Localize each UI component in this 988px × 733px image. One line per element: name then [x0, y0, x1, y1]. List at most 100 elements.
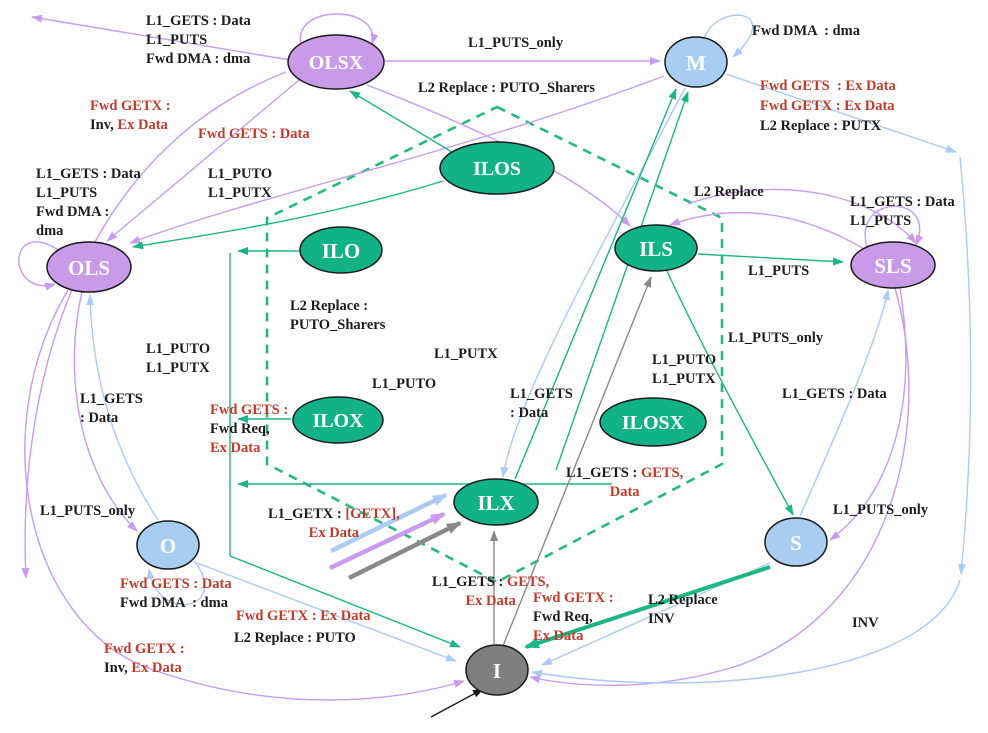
label-segment: L1_GETS [80, 391, 143, 407]
transition-edge-e23 [799, 289, 890, 517]
edge-label-l19: L1_GETS: Data [510, 385, 573, 423]
edge-label-l30: Fwd GETX :Fwd Req,Ex Data [533, 589, 614, 646]
label-segment: L1_GETS : [566, 465, 641, 481]
label-segment: L1_PUTS_only [728, 330, 824, 346]
state-ellipse-ilos[interactable] [439, 141, 555, 195]
state-ilox[interactable]: ILOX [292, 396, 384, 444]
state-ols[interactable]: OLS [46, 241, 132, 293]
transition-edge-e42 [348, 520, 462, 581]
label-segment: L2 Replace [648, 592, 718, 608]
transition-edge-e08 [106, 79, 300, 242]
edge-label-l06: Fwd GETX : Ex Data [760, 97, 895, 116]
transition-edge-e10 [31, 14, 291, 61]
state-ils[interactable]: ILS [614, 224, 698, 272]
label-segment: L2 Replace : PUTO [234, 630, 356, 646]
edge-label-l34: L2 Replace : PUTO [234, 629, 356, 648]
state-ilosx[interactable]: ILOSX [599, 397, 707, 447]
state-s[interactable]: S [764, 517, 828, 567]
transition-edge-e43 [430, 688, 484, 718]
state-i[interactable]: I [465, 644, 529, 696]
label-segment: Fwd DMA : [36, 204, 110, 220]
label-segment: Fwd GETS : Data [120, 576, 232, 592]
transition-edge-e18 [725, 73, 957, 153]
state-sls[interactable]: SLS [850, 241, 936, 289]
label-segment: Fwd DMA : dma [752, 23, 860, 39]
state-ellipse-i[interactable] [465, 644, 529, 696]
label-segment: L1_GETS : Data [146, 13, 251, 29]
transition-edge-e13 [529, 287, 910, 686]
label-segment: L1_PUTS_only [468, 35, 564, 51]
state-ellipse-ilx[interactable] [453, 478, 539, 526]
state-ilos[interactable]: ILOS [439, 141, 555, 195]
transition-edge-e26 [196, 562, 457, 662]
transition-edge-e31 [132, 180, 444, 250]
transition-edge-e01 [299, 13, 379, 45]
edge-label-l07: L2 Replace : PUTX [760, 117, 881, 136]
transition-edge-e40 [502, 276, 652, 647]
label-segment: Fwd GETX : [533, 590, 614, 606]
state-ellipse-ilox[interactable] [292, 396, 384, 444]
transition-edge-e15 [73, 291, 138, 532]
transition-edge-e25 [146, 560, 206, 606]
label-segment: Inv, [104, 660, 132, 676]
edge-label-l33: Fwd GETX : Ex Data [236, 607, 371, 626]
edge-label-l09: Fwd GETS : Data [198, 125, 310, 144]
label-segment: L1_PUTX [434, 346, 498, 362]
edge-label-l03: L2 Replace : PUTO_Sharers [418, 79, 595, 98]
label-segment: L1_GETS : [432, 574, 507, 590]
state-ellipse-ols[interactable] [46, 241, 132, 293]
state-ilx[interactable]: ILX [453, 478, 539, 526]
label-segment: L1_PUTS_only [833, 502, 929, 518]
label-segment: L1_GETS : Data [782, 386, 887, 402]
label-segment: INV [648, 611, 675, 627]
edge-label-l21: L1_PUTS_only [728, 329, 823, 348]
edge-label-l14: L1_PUTS [748, 262, 809, 281]
state-ellipse-m[interactable] [664, 36, 728, 88]
state-ellipse-sls[interactable] [850, 241, 936, 289]
label-segment: L1_GETS : Data [850, 194, 955, 210]
edge-label-l24: Fwd GETS :Fwd Req,Ex Data [210, 401, 288, 458]
state-o[interactable]: O [136, 520, 200, 570]
state-ilo[interactable]: ILO [299, 226, 383, 274]
edge-label-l27: L1_GETX : [GETX],Ex Data [268, 505, 400, 543]
transition-edge-e04 [687, 188, 917, 244]
label-segment: L1_PUTX [208, 185, 272, 201]
label-segment: Fwd DMA : dma [146, 51, 251, 67]
state-ellipse-ils[interactable] [614, 224, 698, 272]
state-m[interactable]: M [664, 36, 728, 88]
transition-edge-e06 [669, 211, 867, 251]
edge-label-l28: L1_GETS : GETS,Ex Data [432, 573, 549, 611]
state-ellipse-ilosx[interactable] [599, 397, 707, 447]
transition-edge-e16 [329, 511, 446, 571]
state-ellipse-olsx[interactable] [287, 34, 385, 90]
label-segment: L1_PUTS_only [40, 503, 136, 519]
edge-label-l04: Fwd DMA : dma [752, 22, 860, 41]
edge-label-l12: L2 Replace [694, 183, 764, 202]
transition-edge-e39 [524, 565, 771, 649]
edge-label-l22: L1_GETS : Data [782, 385, 887, 404]
transition-edge-e07 [18, 241, 61, 291]
label-segment: Fwd Req, [533, 609, 593, 625]
state-ellipse-o[interactable] [136, 520, 200, 570]
state-ellipse-ilo[interactable] [299, 226, 383, 274]
edge-label-l18: L1_PUTO [372, 375, 436, 394]
transition-edge-e32 [697, 253, 844, 266]
state-olsx[interactable]: OLSX [287, 34, 385, 90]
label-segment: INV [852, 615, 879, 631]
transition-edge-e05 [864, 205, 924, 248]
transient-region-hexagon [265, 105, 724, 584]
label-segment: Ex Data [117, 117, 168, 133]
edge-label-l05: Fwd GETS : Ex Data [760, 77, 896, 96]
state-ellipse-s[interactable] [764, 517, 828, 567]
label-segment: Data [609, 484, 640, 500]
label-segment: L1_GETS [510, 386, 573, 402]
label-segment: Fwd GETS : Data [198, 126, 310, 142]
transition-edge-e17 [703, 14, 754, 58]
edge-label-l26: L1_PUTS_only [40, 502, 135, 521]
transition-edge-e12 [21, 71, 287, 579]
